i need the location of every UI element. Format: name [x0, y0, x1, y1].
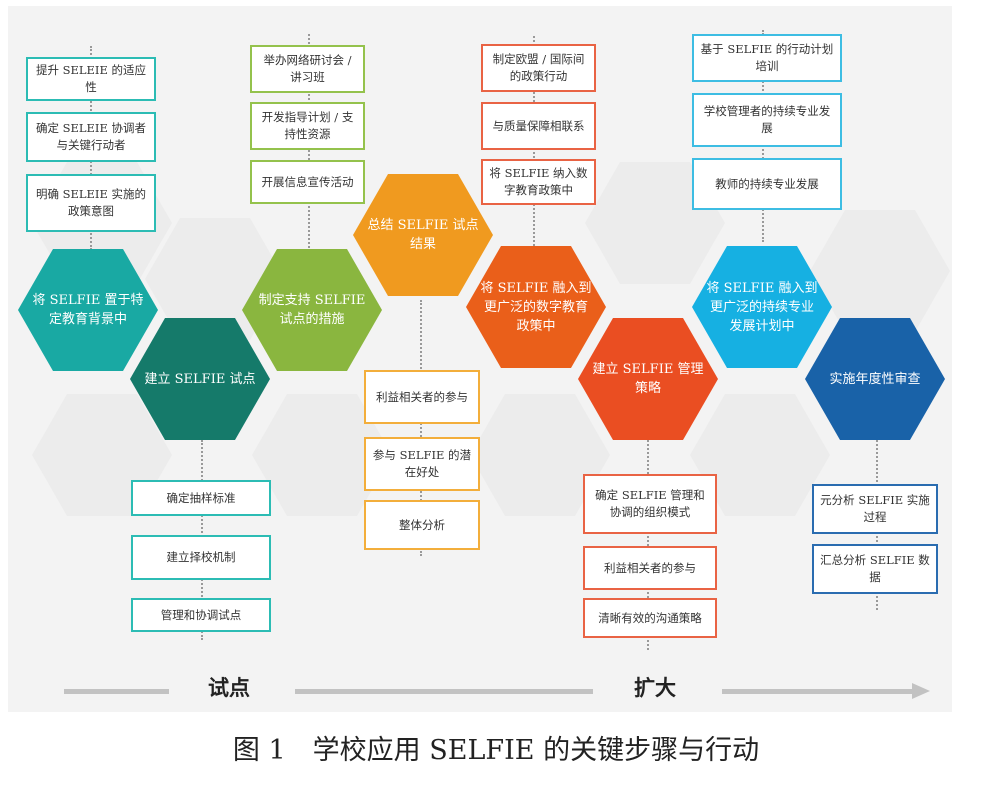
action-box: 提升 SELEIE 的适应性 [26, 57, 156, 101]
figure-caption: 图 1 学校应用 SELFIE 的关键步骤与行动 [232, 735, 760, 766]
action-box: 将 SELFIE 纳入数字教育政策中 [481, 159, 596, 205]
action-box: 确定抽样标准 [131, 480, 271, 516]
hexagon-step-3: 制定支持 SELFIE 试点的措施 [242, 249, 382, 371]
phase-bar [64, 689, 169, 694]
action-box: 元分析 SELFIE 实施过程 [812, 484, 938, 534]
hexagon-step-1: 将 SELFIE 置于特定教育背景中 [18, 249, 158, 371]
action-box: 确定 SELEIE 协调者与关键行动者 [26, 112, 156, 162]
connector-line [420, 300, 422, 556]
phase-bar [722, 689, 914, 694]
action-box: 开展信息宣传活动 [250, 160, 365, 204]
action-box: 教师的持续专业发展 [692, 158, 842, 210]
action-box: 利益相关者的参与 [583, 546, 717, 590]
action-box: 利益相关者的参与 [364, 370, 480, 424]
action-box: 明确 SELEIE 实施的政策意图 [26, 174, 156, 232]
phase-bar [295, 689, 593, 694]
phase-label-pilot: 试点 [208, 676, 250, 700]
action-box: 制定欧盟 / 国际间的政策行动 [481, 44, 596, 92]
connector-line [647, 440, 649, 650]
action-box: 汇总分析 SELFIE 数据 [812, 544, 938, 594]
action-box: 整体分析 [364, 500, 480, 550]
action-box: 学校管理者的持续专业发展 [692, 93, 842, 147]
action-box: 与质量保障相联系 [481, 102, 596, 150]
arrow-head-icon [912, 683, 930, 699]
action-box: 建立择校机制 [131, 535, 271, 580]
hexagon-step-2: 建立 SELFIE 试点 [130, 318, 270, 440]
action-box: 清晰有效的沟通策略 [583, 598, 717, 638]
action-box: 管理和协调试点 [131, 598, 271, 632]
hexagon-step-4: 总结 SELFIE 试点结果 [353, 174, 493, 296]
phase-label-scale: 扩大 [634, 676, 676, 700]
action-box: 开发指导计划 / 支持性资源 [250, 102, 365, 150]
action-box: 参与 SELFIE 的潜在好处 [364, 437, 480, 491]
action-box: 基于 SELFIE 的行动计划培训 [692, 34, 842, 82]
action-box: 举办网络研讨会 / 讲习班 [250, 45, 365, 93]
action-box: 确定 SELFIE 管理和协调的组织模式 [583, 474, 717, 534]
